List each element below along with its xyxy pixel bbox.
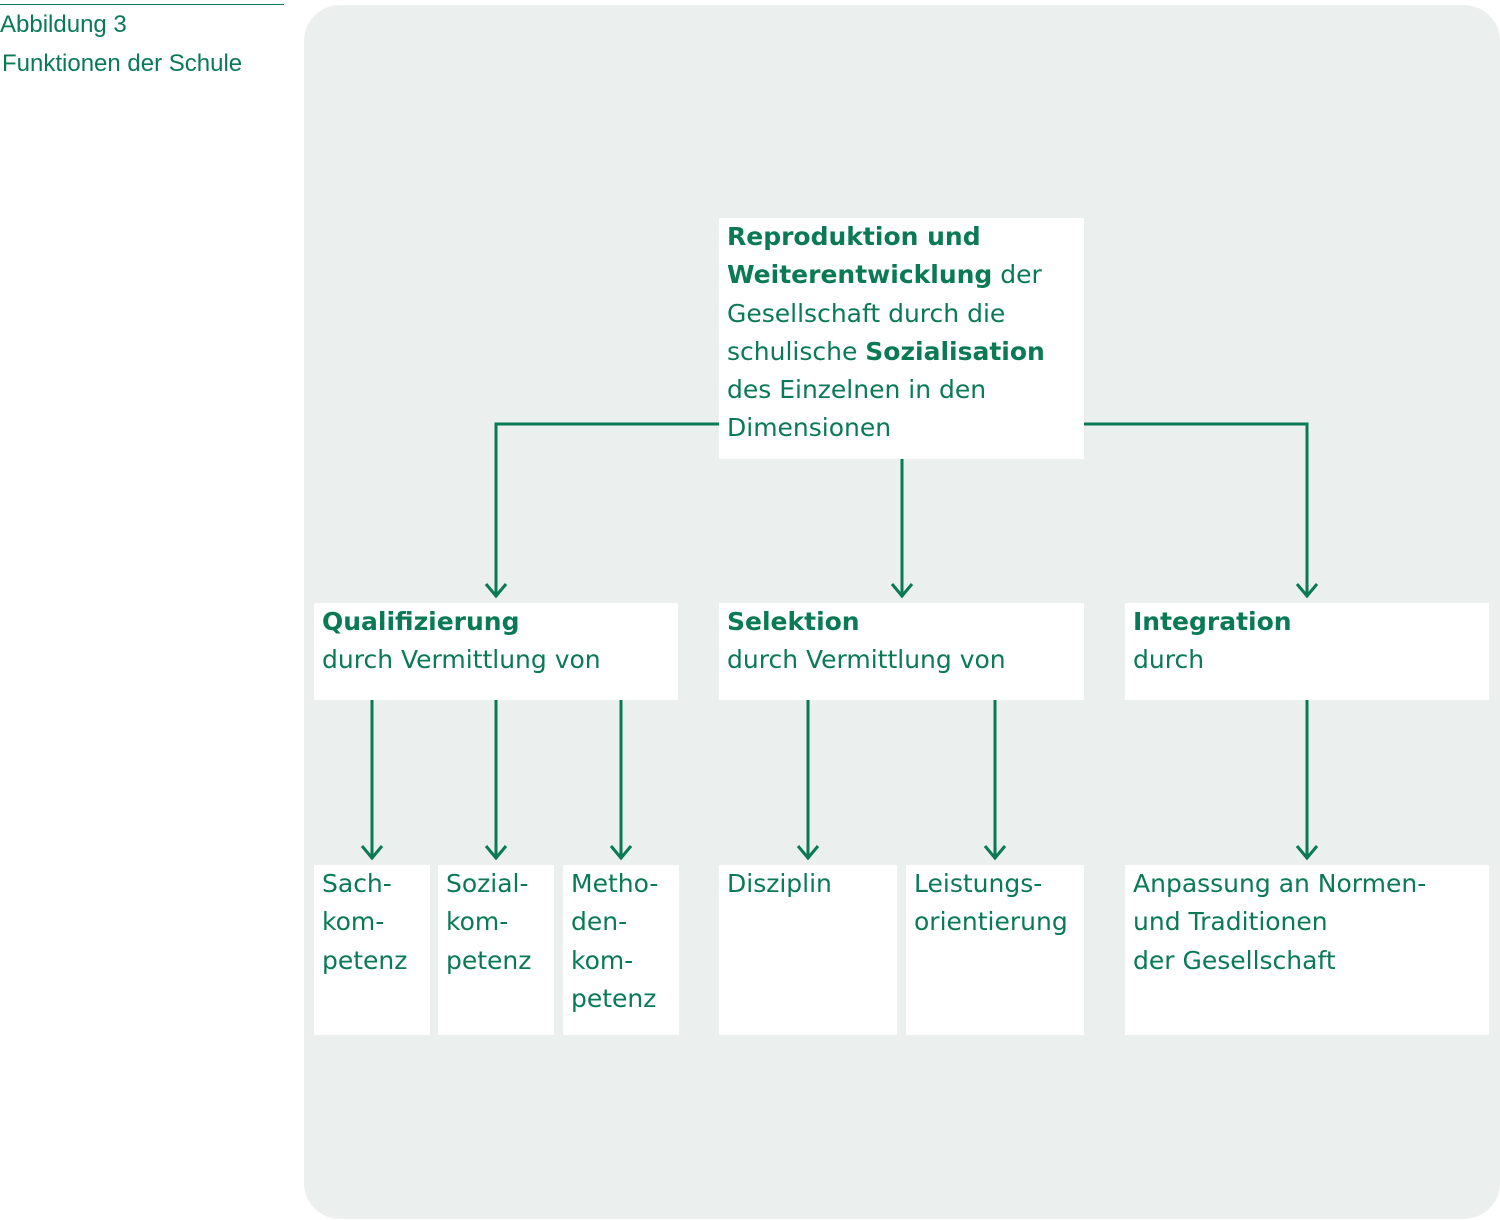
qualifizierung-box: Qualifizierung durch Vermittlung von (314, 603, 678, 700)
anpassung-box: Anpassung an Normen- und Traditionen der… (1125, 865, 1489, 1035)
integration-title: Integration (1133, 607, 1292, 636)
disziplin-line-1: Disziplin (727, 869, 832, 898)
anpassung-line-3: der Gesellschaft (1133, 945, 1336, 975)
figure-label: Abbildung 3 (0, 11, 127, 38)
sachkompetenz-box: Sach- kom- petenz (314, 865, 430, 1035)
methodenkompetenz-line-3: kom- (571, 945, 634, 975)
sozialkompetenz-line-3: petenz (446, 945, 532, 975)
root-line-1: Reproduktion und (727, 222, 981, 251)
root-line-6: Dimensionen (727, 413, 892, 443)
qualifizierung-subtitle: durch Vermittlung von (322, 645, 601, 675)
root-line-4: schulische Sozialisation (727, 336, 1045, 366)
anpassung-line-1: Anpassung an Normen- (1133, 869, 1427, 898)
sachkompetenz-line-3: petenz (322, 945, 408, 975)
leistungsorientierung-box: Leistungs- orientierung (906, 865, 1084, 1035)
sachkompetenz-line-1: Sach- (322, 869, 392, 898)
methodenkompetenz-box: Metho- den- kom- petenz (563, 865, 679, 1035)
sozialkompetenz-line-1: Sozial- (446, 869, 529, 898)
root-line-3: Gesellschaft durch die (727, 298, 1006, 328)
sachkompetenz-line-2: kom- (322, 907, 385, 937)
root-line-5: des Einzelnen in den (727, 375, 987, 405)
methodenkompetenz-line-1: Metho- (571, 869, 659, 898)
caption-rule (0, 4, 284, 5)
disziplin-box: Disziplin (719, 865, 897, 1035)
sozialkompetenz-box: Sozial- kom- petenz (438, 865, 554, 1035)
anpassung-line-2: und Traditionen (1133, 907, 1328, 937)
root-box: Reproduktion und Weiterentwicklung der G… (719, 218, 1084, 459)
methodenkompetenz-line-2: den- (571, 907, 628, 937)
figure-title: Funktionen der Schule (2, 50, 243, 77)
root-line-2: Weiterentwicklung der (727, 260, 1042, 290)
integration-box: Integration durch (1125, 603, 1489, 700)
leistungsorientierung-line-1: Leistungs- (914, 869, 1043, 898)
qualifizierung-title: Qualifizierung (322, 607, 520, 636)
selektion-box: Selektion durch Vermittlung von (719, 603, 1084, 700)
methodenkompetenz-line-4: petenz (571, 983, 657, 1013)
selektion-title: Selektion (727, 607, 860, 636)
selektion-subtitle: durch Vermittlung von (727, 645, 1006, 675)
sozialkompetenz-line-2: kom- (446, 907, 509, 937)
leistungsorientierung-line-2: orientierung (914, 907, 1068, 937)
integration-subtitle: durch (1133, 645, 1205, 675)
